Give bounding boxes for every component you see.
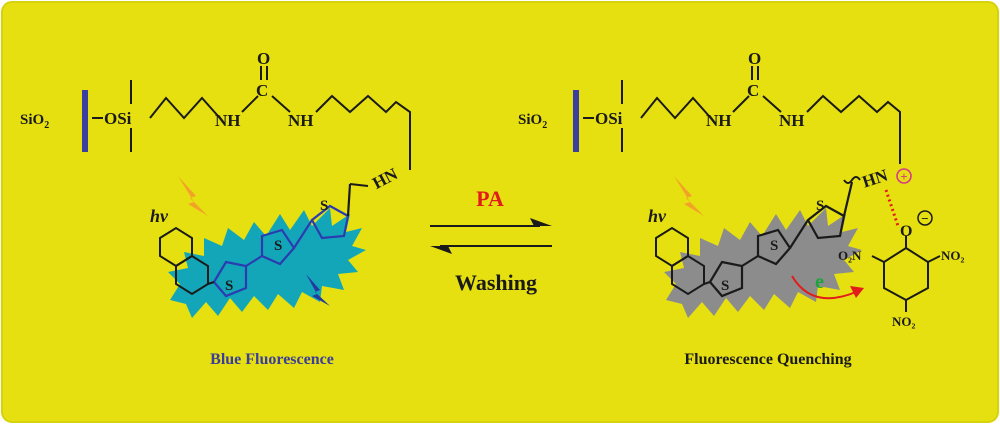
- picrate-no2-bottom: NO₂: [892, 314, 916, 329]
- right-naphthalene-link: [703, 281, 711, 285]
- right-thiophene-ring-3: [806, 204, 846, 240]
- picrate-minus-label: −: [921, 211, 928, 226]
- right-silica-bar: [573, 90, 579, 152]
- right-excitation-lightning-icon: [674, 176, 704, 216]
- left-bond-2-3: [293, 219, 313, 249]
- right-c-nh-bond: [762, 95, 782, 113]
- left-s3-label: S: [320, 198, 328, 214]
- left-s2-label: S: [274, 238, 282, 254]
- electron-transfer-arrow: [791, 275, 857, 300]
- right-nh1-label: NH: [706, 111, 732, 130]
- right-bond-2-3: [789, 219, 809, 249]
- right-thiophene-ring-2: [756, 228, 792, 266]
- left-amine-ch2-bond: [349, 183, 369, 187]
- right-naphthalene: [655, 226, 711, 296]
- forward-label: PA: [476, 186, 504, 211]
- left-thiophene-ring-3: [310, 204, 350, 240]
- picrate-no2-left-bond: [871, 255, 885, 263]
- left-naphthalene: [159, 226, 215, 296]
- left-emission-lightning-icon: [306, 274, 330, 306]
- left-thiophene-ring-1: [212, 260, 248, 298]
- right-hv-label: hv: [648, 206, 667, 226]
- left-nh1-label: NH: [215, 111, 241, 130]
- left-bond-1-2: [245, 255, 263, 267]
- left-linker-bond: [346, 183, 352, 217]
- right-ionic-interaction: [884, 189, 900, 227]
- right-quenched-glow: [664, 208, 862, 318]
- right-positive-charge: [896, 168, 912, 184]
- left-hexyl-chain: [315, 94, 411, 170]
- left-hv-label: hv: [150, 206, 169, 226]
- left-backbone: [212, 183, 352, 298]
- right-amine-wavy-bond: [843, 176, 861, 184]
- right-osi-label: OSi: [595, 109, 623, 128]
- right-carbonyl-c: C: [747, 81, 759, 100]
- picrate-negative-charge: [917, 210, 933, 226]
- picrate-no2-left: O₂N: [838, 248, 862, 263]
- right-thiophene-ring-1: [708, 260, 744, 298]
- right-backbone: [708, 181, 854, 298]
- electron-label: e: [815, 271, 824, 293]
- right-hexyl-chain: [806, 94, 901, 164]
- left-carbonyl-o: O: [257, 49, 270, 68]
- left-carbonyl-c: C: [256, 81, 268, 100]
- picrate-no2-right: NO₂: [941, 248, 965, 263]
- right-plus-label: +: [900, 169, 907, 184]
- picrate-oxygen: O: [900, 223, 912, 240]
- right-nh2-label: NH: [779, 111, 805, 130]
- picrate-anion: O − O₂N NO₂ NO₂: [838, 210, 965, 329]
- left-nh2-label: NH: [288, 111, 314, 130]
- right-s1-label: S: [721, 278, 729, 294]
- right-bond-1-2: [741, 255, 759, 267]
- right-caption: Fluorescence Quenching: [684, 351, 851, 368]
- reverse-label: Washing: [455, 270, 537, 295]
- left-propyl-chain: [149, 96, 219, 120]
- left-c-nh-bond: [271, 95, 291, 113]
- right-carbonyl-o: O: [748, 49, 761, 68]
- left-s1-label: S: [225, 278, 233, 294]
- left-caption: Blue Fluorescence: [210, 351, 334, 368]
- electron-transfer-arrow-head: [850, 286, 864, 298]
- equilibrium-arrows: PA Washing: [430, 186, 552, 295]
- left-naphthalene-link: [207, 281, 215, 285]
- right-s2-label: S: [770, 238, 778, 254]
- right-linker-bond: [842, 181, 854, 217]
- left-excitation-lightning-icon: [178, 176, 208, 216]
- left-silica-bar: [82, 90, 88, 152]
- right-s3-label: S: [816, 198, 824, 214]
- left-osi-label: OSi: [104, 109, 132, 128]
- right-propyl-chain: [640, 96, 710, 120]
- right-sio2-label: SiO2: [518, 112, 547, 131]
- reverse-arrow-head: [430, 246, 452, 254]
- left-sio2-label: SiO2: [20, 112, 49, 131]
- left-thiophene-ring-2: [260, 228, 296, 266]
- forward-arrow-head: [530, 218, 552, 226]
- picrate-no2-right-bond: [927, 255, 941, 263]
- left-nh-c-bond: [241, 95, 259, 113]
- right-nh-c-bond: [732, 95, 750, 113]
- right-molecule: SiO2 OSi NH C O NH HN + S S S: [518, 49, 965, 368]
